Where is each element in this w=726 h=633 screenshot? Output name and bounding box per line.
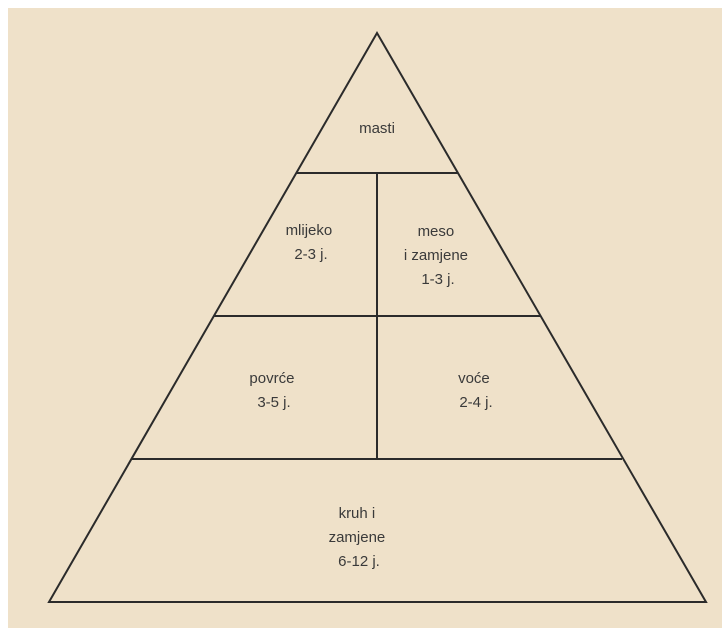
label-voce-line2: 2-4 j. [459, 394, 492, 411]
label-masti: masti [359, 120, 395, 137]
label-mlijeko: mlijeko 2-3 j. [286, 222, 337, 263]
label-povrce-line2: 3-5 j. [257, 394, 290, 411]
label-meso-line2: i zamjene [404, 247, 468, 264]
label-mlijeko-line2: 2-3 j. [294, 246, 327, 263]
diagram-background [8, 8, 722, 628]
label-voce: voće 2-4 j. [458, 370, 494, 411]
label-meso-line1: meso [418, 223, 455, 240]
label-kruh: kruh i zamjene 6-12 j. [329, 505, 390, 570]
label-mlijeko-line1: mlijeko [286, 222, 333, 239]
label-povrce-line1: povrće [249, 370, 294, 387]
label-meso-line3: 1-3 j. [421, 271, 454, 288]
label-kruh-line3: 6-12 j. [338, 553, 380, 570]
label-masti-line1: masti [359, 120, 395, 137]
label-meso: meso i zamjene 1-3 j. [404, 223, 472, 288]
label-kruh-line1: kruh i [339, 505, 376, 522]
label-voce-line1: voće [458, 370, 490, 387]
label-kruh-line2: zamjene [329, 529, 386, 546]
pyramid-outline [47, 30, 708, 603]
label-povrce: povrće 3-5 j. [249, 370, 298, 411]
